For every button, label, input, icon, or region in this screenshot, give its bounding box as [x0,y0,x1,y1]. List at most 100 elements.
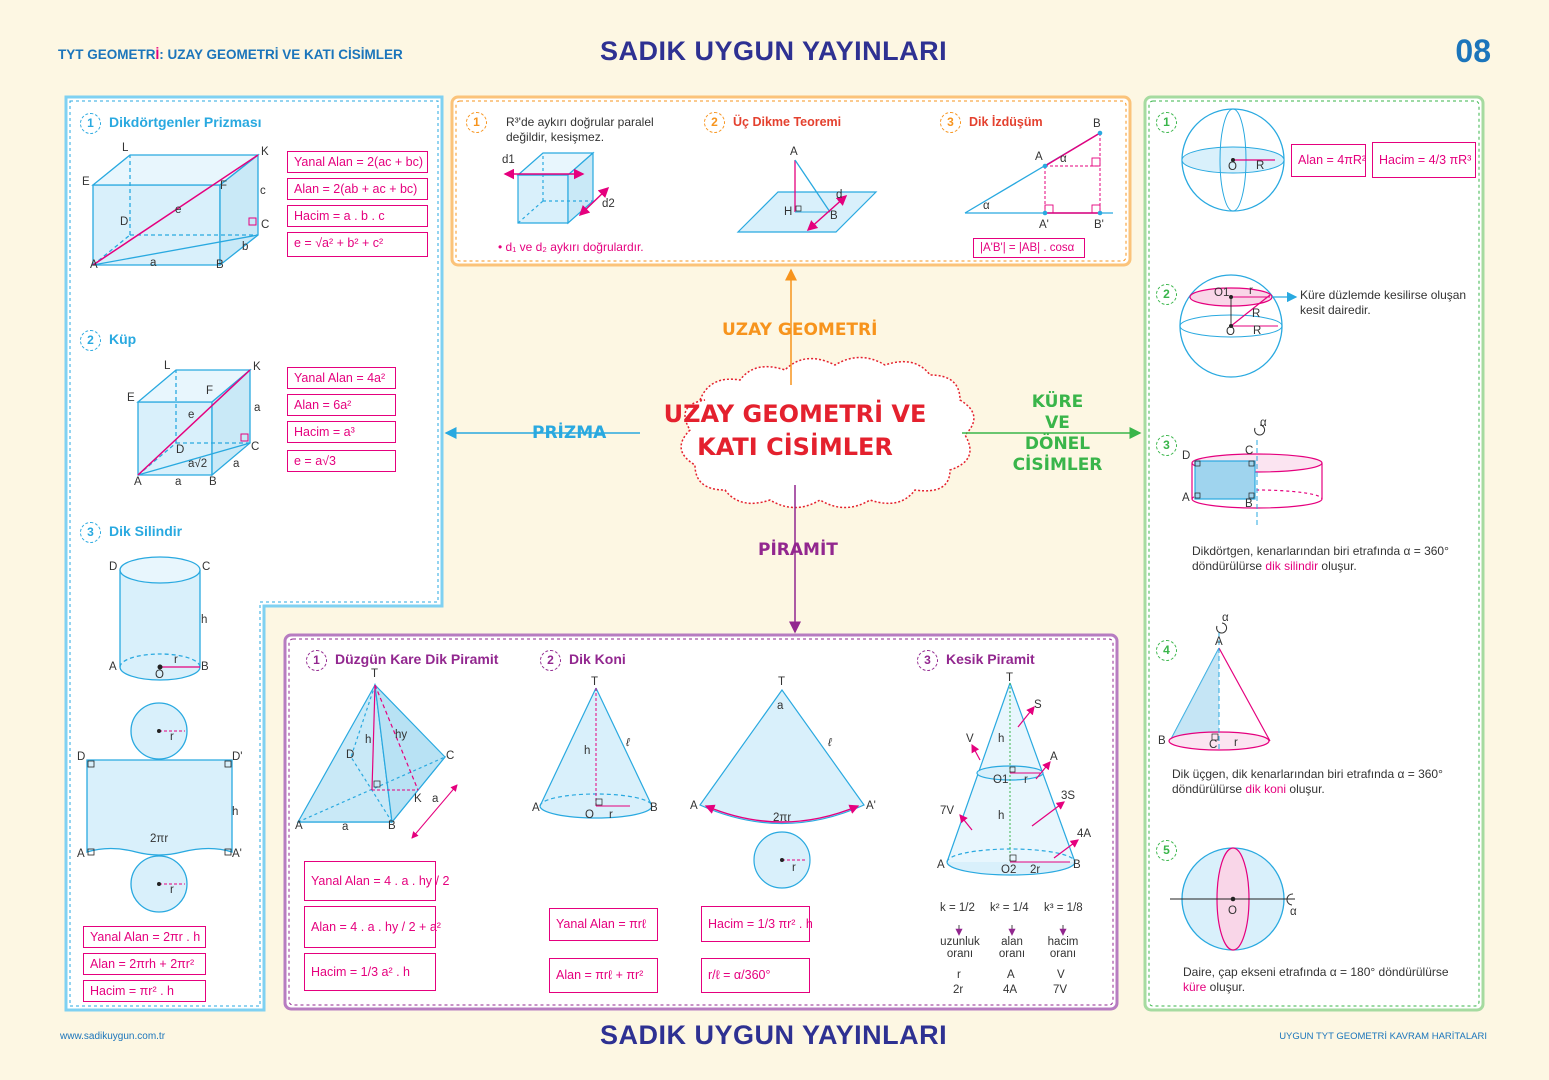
rot-cone-label-C: C [1209,739,1218,751]
net-label-A-prime: A' [232,848,242,860]
pyr-label-a2: a [342,821,349,833]
rot-cyl-label-A: A [1182,492,1190,504]
rot-cone-label-A: A [1215,636,1223,648]
frus-label-V: V [966,733,974,745]
piramit-s1-formula-3: Hacim = 1/3 a² . h [304,953,436,991]
prizma-s2-formula-3: Hacim = a³ [287,421,396,443]
center-title: UZAY GEOMETRİ VE KATI CİSİMLER [660,398,930,464]
branch-piramit: PİRAMİT [758,540,838,560]
ratio-name-1: uzunluk oranı [940,936,980,960]
tdt-label-H: H [784,206,793,218]
website-link[interactable]: www.sadikuygun.com.tr [60,1031,166,1042]
prizma-s3-formula-2: Alan = 2πrh + 2πr² [83,953,206,975]
rot-cyl-label-C: C [1245,445,1254,457]
ratio-name-3: hacim oranı [1047,936,1079,960]
branch-prizma: PRİZMA [532,423,607,443]
page-number: 08 [1455,33,1491,69]
frus-label-h2: h [998,810,1005,822]
brand-footer: SADIK UYGUN YAYINLARI [600,1020,948,1050]
label-B: B [216,259,224,271]
net-label-h: h [232,806,239,818]
proj-label-alpha1: α [1060,153,1067,165]
sph-label-O: O [1228,161,1237,173]
cyl-label-A: A [109,661,117,673]
branch-kure-line1: KÜRE [1031,392,1084,412]
frus-label-A2: A [937,859,945,871]
cone-label-T: T [591,676,599,688]
branch-kure-line4: CİSİMLER [1012,455,1103,475]
uzay-s1-d2: d2 [602,198,615,210]
kure-s4-text: Dik üçgen, dik kenarlarından biri etrafı… [1172,767,1477,797]
cyl-label-C: C [202,561,211,573]
center-title-line2: KATI CİSİMLER [697,433,893,461]
proj-label-A-prime: A' [1039,219,1049,231]
net-label-r2: r [170,884,174,896]
ratio-val-7V: 7V [1053,984,1068,996]
label-L: L [122,142,129,154]
prizma-s1-num: 1 [80,113,101,134]
kure-s3-text: Dikdörtgen, kenarlarından biri etrafında… [1192,544,1477,574]
uzay-s3-title-text: Dik İzdüşüm [969,115,1043,129]
kure-s4-num: 4 [1156,640,1177,661]
frus-label-3S: 3S [1061,790,1076,802]
label-F: F [220,180,228,192]
kure-s4-text-line2: döndürülürse dik koni oluşur. [1172,782,1477,797]
pyr-label-hy: hy [395,729,408,741]
pyr-label-C: C [446,750,455,762]
rot-cyl-label-alpha: α [1260,417,1267,429]
tdt-label-A: A [790,146,798,158]
conenet-label-2pir: 2πr [773,812,792,824]
label-E: E [82,176,90,188]
label-e: e [175,204,182,216]
cone-label-h: h [584,745,591,757]
kure-s2-text-line1: Küre düzlemde kesilirse oluşan [1300,288,1467,302]
rot-cone-label-B: B [1158,735,1166,747]
frus-label-O2: O2 [1001,864,1017,876]
cyl-label-D: D [109,561,118,573]
kure-s1-formula-2: Hacim = 4/3 πR³ [1372,142,1476,178]
conenet-label-a: a [777,700,784,712]
rot-cyl-label-B: B [1245,498,1253,510]
ratio-k2: k² = 1/4 [990,902,1029,914]
cube-label-E: E [127,392,135,404]
cube-label-a2: a [233,458,240,470]
pyr-label-K: K [414,793,422,805]
cone-label-O: O [585,809,594,821]
piramit-s2-title-text: Dik Koni [569,651,626,667]
cube-label-a3: a [175,476,182,488]
net-label-r1: r [170,731,174,743]
piramit-s1-formula-1: Yanal Alan = 4 . a . hy / 2 [304,861,449,901]
label-D: D [120,216,129,228]
prizma-s3-formula-3: Hacim = πr² . h [83,980,206,1002]
pyr-label-h: h [365,734,372,746]
kure-s2-text-line2: kesit dairedir. [1300,303,1371,317]
sec-label-R2: R [1253,325,1262,337]
prizma-s1-title-text: Dikdörtgenler Prizması [109,114,262,130]
frus-label-2r: 2r [1030,864,1041,876]
uzay-s2-title-text: Üç Dikme Teoremi [733,115,842,129]
kure-s3-num-wrap: 3 [1156,435,1185,456]
conenet-label-A: A [690,800,698,812]
cube-label-e: e [188,409,195,421]
prizma-s1-formula-1: Yanal Alan = 2(ac + bc) [287,151,428,173]
cone-label-r: r [609,809,613,821]
uzay-s1-num: 1 [466,112,487,133]
prizma-s3-num: 3 [80,522,101,543]
sph-label-R: R [1256,160,1265,172]
kure-s4-text-pre: döndürülürse [1172,782,1246,796]
frus-label-A1: A [1050,751,1058,763]
piramit-s3-num: 3 [917,650,938,671]
piramit-s1-title-text: Düzgün Kare Dik Piramit [335,651,499,667]
kure-s1-formula-1: Alan = 4πR² [1291,144,1366,177]
cone-label-B: B [650,802,658,814]
label-C: C [261,219,270,231]
frus-label-h1: h [998,733,1005,745]
piramit-s2-formula-4: r/ℓ = α/360° [701,958,810,993]
kure-s1-num: 1 [1156,112,1177,133]
net-label-D: D [77,751,86,763]
piramit-s2-formula-2: Alan = πrℓ + πr² [549,958,658,993]
ratio-sym-V: V [1057,969,1065,981]
kure-s5-text-line1: Daire, çap ekseni etrafında α = 180° dön… [1183,965,1449,979]
